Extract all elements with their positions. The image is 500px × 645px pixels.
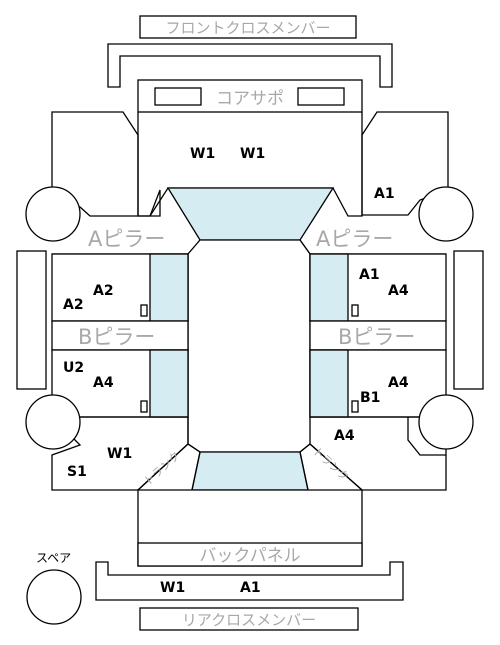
front-right-door-handle: [351, 304, 359, 317]
core-support-label: コアサポ: [216, 89, 284, 109]
code-front-right-fender: A1: [374, 186, 395, 202]
code-rear-right-door-2: B1: [360, 390, 380, 406]
rear-cross-member-box: [139, 607, 359, 631]
front-left-wheel[interactable]: [25, 186, 81, 242]
code-hood-1: W1: [190, 146, 215, 162]
core-support-slot-left: [154, 87, 202, 106]
front-right-fender[interactable]: [361, 111, 449, 216]
front-cross-member-label: フロントクロスメンバー: [165, 19, 330, 37]
rear-left-wheel[interactable]: [25, 394, 81, 450]
rear-window[interactable]: [191, 451, 309, 491]
back-panel-label: バックパネル: [199, 546, 300, 566]
code-rear-left-fender-1: W1: [107, 446, 132, 462]
front-left-window[interactable]: [149, 253, 189, 322]
b-pillar-left-label: Bピラー: [78, 325, 155, 349]
front-right-wheel[interactable]: [418, 186, 474, 242]
rear-right-wheel[interactable]: [418, 394, 474, 450]
front-cross-member-box: [139, 15, 357, 39]
rear-left-fender[interactable]: [50, 416, 189, 491]
code-front-right-door-1: A1: [359, 267, 380, 283]
spare-tire[interactable]: [26, 569, 82, 625]
rear-bumper[interactable]: [95, 561, 404, 601]
code-rear-left-fender-2: S1: [67, 464, 87, 480]
code-hood-2: W1: [240, 146, 265, 162]
rear-left-window[interactable]: [149, 349, 189, 418]
right-side-sill[interactable]: [453, 250, 484, 390]
rear-right-window[interactable]: [309, 349, 349, 418]
code-rear-left-door-1: U2: [63, 360, 84, 376]
trunk-right-side[interactable]: [299, 443, 363, 491]
roof[interactable]: [187, 239, 311, 453]
b-pillar-right-label: Bピラー: [338, 325, 415, 349]
spare-label: スペア: [36, 551, 71, 565]
code-front-right-door-2: A4: [388, 283, 409, 299]
rear-left-door-handle: [140, 400, 148, 413]
windshield[interactable]: [166, 187, 335, 241]
code-rear-bumper-2: A1: [240, 580, 261, 596]
front-left-door-handle: [140, 304, 148, 317]
code-front-left-door-1: A2: [93, 283, 114, 299]
a-pillar-right-label: Aピラー: [316, 227, 393, 251]
a-pillar-left-label: Aピラー: [88, 227, 165, 251]
trunk-left-label: トランク: [141, 449, 182, 488]
left-side-sill[interactable]: [16, 250, 47, 390]
code-rear-bumper-1: W1: [160, 580, 185, 596]
rear-right-door-handle: [351, 400, 359, 413]
trunk-left-side[interactable]: [137, 443, 201, 491]
front-right-window[interactable]: [309, 253, 349, 322]
code-rear-right-door-1: A4: [388, 375, 409, 391]
code-rear-right-fender: A4: [334, 428, 355, 444]
trunk-right-label: トランク: [310, 445, 351, 484]
back-panel[interactable]: [137, 542, 363, 567]
rear-cross-member-label: リアクロスメンバー: [182, 611, 316, 629]
front-bumper[interactable]: [107, 43, 393, 88]
core-support-slot-right: [297, 87, 345, 106]
code-front-left-door-2: A2: [63, 297, 84, 313]
code-rear-left-door-2: A4: [93, 375, 114, 391]
